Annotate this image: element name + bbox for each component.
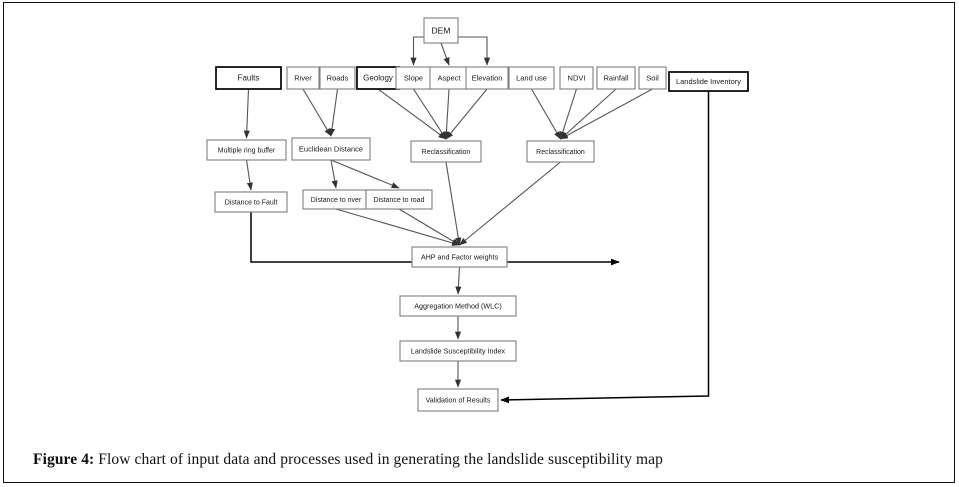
svg-text:Roads: Roads: [327, 73, 349, 82]
svg-text:Rainfall: Rainfall: [603, 73, 628, 82]
flow-node-lsi: Landslide Susceptibility Index: [400, 341, 516, 361]
flow-edge: [446, 162, 460, 245]
svg-text:Geology: Geology: [363, 74, 393, 83]
svg-text:Aspect: Aspect: [438, 73, 462, 82]
svg-text:Distance to river: Distance to river: [311, 197, 362, 204]
svg-text:AHP and Factor weights: AHP and Factor weights: [421, 252, 499, 261]
flow-node-dem: DEM: [424, 18, 458, 43]
flow-edge: [378, 89, 446, 139]
svg-text:Multiple ring buffer: Multiple ring buffer: [218, 147, 276, 154]
figure-caption: Figure 4: Flow chart of input data and p…: [33, 451, 933, 469]
flow-node-rainfall: Rainfall: [597, 67, 635, 89]
flow-node-inventory: Landslide Inventory: [669, 72, 748, 91]
flow-edge: [414, 89, 447, 139]
svg-text:Slope: Slope: [404, 73, 423, 82]
svg-text:River: River: [294, 73, 312, 82]
flow-edge: [303, 89, 331, 136]
flow-node-reclass2: Reclassification: [527, 141, 594, 162]
flow-node-mrb: Multiple ring buffer: [207, 140, 286, 160]
flow-edge: [446, 89, 449, 139]
flow-node-soil: Soil: [639, 67, 666, 89]
svg-text:Elevation: Elevation: [472, 73, 503, 82]
flow-node-elevation: Elevation: [466, 67, 508, 89]
flow-node-slope: Slope: [396, 67, 431, 89]
flow-node-validation: Validation of Results: [418, 389, 498, 411]
flow-edge: [247, 160, 252, 190]
svg-text:Land use: Land use: [516, 73, 547, 82]
flow-edge: [336, 209, 460, 245]
figure-caption-label: Figure 4:: [33, 451, 94, 468]
svg-text:Reclassification: Reclassification: [422, 149, 471, 156]
svg-text:Soil: Soil: [646, 73, 659, 82]
flow-edge: [331, 160, 399, 188]
flowchart-nodes: DEM Faults River Roads Geology Slope Aspect Ele…: [207, 18, 748, 411]
flowchart-canvas: DEM Faults River Roads Geology Slope Aspect Ele…: [0, 0, 959, 440]
svg-text:Euclidean Distance: Euclidean Distance: [299, 144, 363, 153]
flow-node-aspect: Aspect: [430, 67, 468, 89]
flow-node-faults: Faults: [216, 67, 281, 89]
flow-edge: [458, 267, 460, 294]
flow-node-ndvi: NDVI: [560, 67, 593, 89]
svg-text:Distance to road: Distance to road: [374, 197, 425, 204]
svg-text:Aggregation Method (WLC): Aggregation Method (WLC): [414, 301, 502, 310]
flow-node-euclid: Euclidean Distance: [292, 138, 370, 160]
figure-caption-text: Flow chart of input data and processes u…: [94, 451, 663, 468]
flow-node-aggregate: Aggregation Method (WLC): [400, 296, 516, 316]
flow-edge: [247, 89, 249, 138]
flow-edge: [331, 160, 336, 188]
flow-node-distroad: Distance to road: [366, 190, 432, 209]
flow-node-distfault: Distance to Fault: [215, 192, 287, 212]
flow-node-geology: Geology: [357, 67, 399, 89]
flow-edge: [441, 43, 449, 65]
svg-text:Landslide Susceptibility Index: Landslide Susceptibility Index: [411, 346, 506, 355]
flow-edge: [446, 89, 487, 139]
svg-text:Reclassification: Reclassification: [536, 149, 585, 156]
svg-text:Validation of Results: Validation of Results: [426, 395, 491, 404]
flow-node-distriver: Distance to river: [303, 190, 369, 209]
svg-text:NDVI: NDVI: [568, 73, 586, 82]
flow-edge: [399, 209, 460, 245]
flow-node-landuse: Land use: [509, 67, 554, 89]
flow-node-roads: Roads: [320, 67, 355, 89]
flow-edge: [331, 89, 338, 136]
flow-node-river: River: [287, 67, 319, 89]
svg-text:Distance to Fault: Distance to Fault: [225, 199, 278, 206]
flow-edge: [501, 91, 709, 400]
svg-text:Faults: Faults: [238, 74, 260, 83]
flow-edge: [460, 162, 561, 245]
flow-edge: [532, 89, 561, 139]
svg-text:Landslide Inventory: Landslide Inventory: [676, 77, 741, 86]
svg-text:DEM: DEM: [432, 25, 451, 35]
flow-node-ahp: AHP and Factor weights: [412, 247, 507, 267]
flow-node-reclass1: Reclassification: [411, 141, 481, 162]
